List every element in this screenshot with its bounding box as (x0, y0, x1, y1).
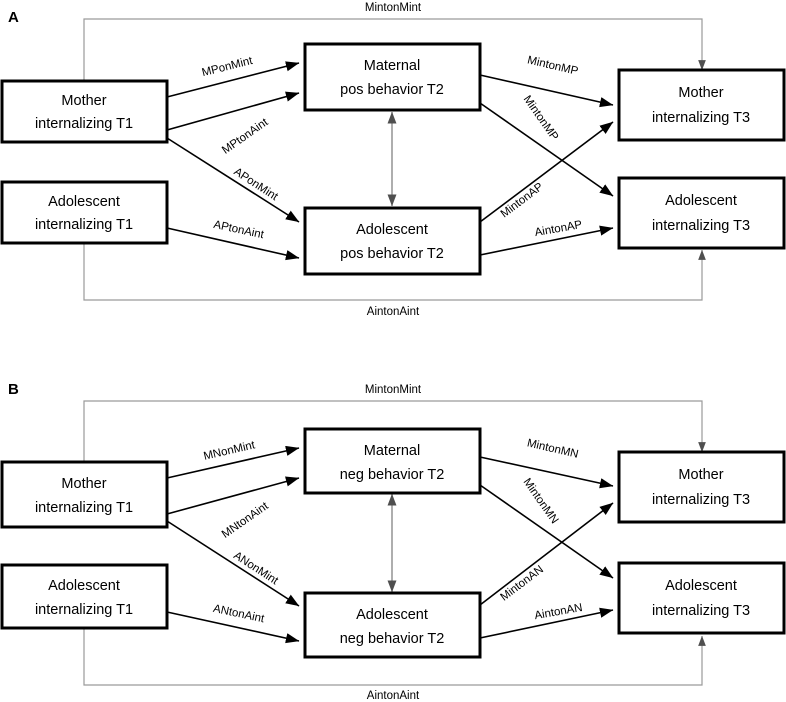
panel-a-node-mother_t1-line2: internalizing T1 (35, 116, 133, 132)
panel-a-label-adolescent_t1-to-maternal_t2: MPtonAint (220, 116, 271, 157)
panel-a-loop-mother-label: MintonMint (365, 2, 422, 14)
panel-a-node-mother_t3: Mother internalizing T3 (617, 68, 786, 142)
panel-b-edge-adolescent_t1-to-maternal_t2 (166, 476, 300, 515)
panel-b-label-maternal_t2-to-adolescent_t3: MintonMN (521, 476, 561, 526)
panel-a-node-mother_t1-line1: Mother (61, 93, 106, 109)
panel-b-node-adolescent_t1: Adolescent internalizing T1 (0, 563, 169, 630)
panel-b-edge-mother_t1-to-adolescent_t2 (166, 520, 300, 607)
panel-a-edge-mother_t1-to-adolescent_t2 (166, 137, 300, 223)
panel-b-label-adolescent_t1-to-adolescent_t2: ANtonAint (212, 603, 266, 626)
panel-a-node-mother_t1: Mother internalizing T1 (0, 79, 169, 144)
panel-b-node-mother_t3-line1: Mother (678, 467, 723, 483)
panel-a-node-maternal_t2-line2: pos behavior T2 (340, 82, 444, 98)
panel-b-node-mother_t3: Mother internalizing T3 (617, 450, 786, 524)
panel-b-label-maternal_t2-to-mother_t3: MintonMN (526, 437, 580, 460)
panel-a-node-adolescent_t1-line2: internalizing T1 (35, 217, 133, 233)
panel-b-edge-maternal_t2-to-mother_t3 (479, 456, 614, 489)
panel-b-label-adolescent_t2-to-adolescent_t3: AintonAN (534, 602, 584, 622)
panel-b-node-maternal_t2-line1: Maternal (364, 443, 420, 459)
panel-b-node-adolescent_t1-line1: Adolescent (48, 578, 120, 594)
panel-a-edge-adolescent_t1-to-adolescent_t2 (166, 227, 300, 261)
panel-b-node-adolescent_t2-line1: Adolescent (356, 607, 428, 623)
panel-a-node-adolescent_t3: Adolescent internalizing T3 (617, 176, 786, 250)
panel-b-loop-adolescent-label: AintonAint (367, 690, 420, 702)
panel-b-label-adolescent_t2-to-mother_t3: MintonAN (498, 564, 546, 604)
panel-a-edge-adolescent_t2-to-mother_t3 (479, 121, 614, 223)
panel-b-node-adolescent_t3: Adolescent internalizing T3 (617, 561, 786, 635)
panel-a-node-adolescent_t3-line2: internalizing T3 (652, 218, 750, 234)
panel-a-node-adolescent_t2-line1: Adolescent (356, 222, 428, 238)
panel-b-label-mother_t1-to-adolescent_t2: ANonMint (231, 550, 281, 588)
panel-a-label-adolescent_t1-to-adolescent_t2: APtonAint (212, 219, 265, 242)
panel-a-letter: A (8, 9, 19, 26)
panel-b-node-adolescent_t1-line2: internalizing T1 (35, 602, 133, 618)
panel-b-loop-adolescent (83, 628, 706, 686)
panel-b-loop-mother-label: MintonMint (365, 384, 422, 396)
panel-a-label-mother_t1-to-maternal_t2: MPonMint (201, 55, 255, 79)
panel-a-edge-maternal_t2-to-mother_t3 (479, 74, 614, 108)
panel-a-label-maternal_t2-to-mother_t3: MintonMP (526, 54, 579, 77)
panel-b-node-mother_t3-line2: internalizing T3 (652, 492, 750, 508)
panel-a-edge-maternal_t2-to-adolescent_t3 (479, 102, 614, 197)
panel-a-node-maternal_t2: Maternal pos behavior T2 (303, 42, 482, 112)
panel-b-edge-mother_t1-to-maternal_t2 (166, 445, 300, 479)
panel-b-node-maternal_t2: Maternal neg behavior T2 (303, 427, 482, 495)
panel-a-node-adolescent_t1-line1: Adolescent (48, 194, 120, 210)
panel-b-edge-adolescent_t2-to-adolescent_t3 (479, 607, 614, 639)
panel-a-node-maternal_t2-line1: Maternal (364, 58, 420, 74)
panel-a-loop-adolescent (83, 243, 706, 301)
panel-a-edge-adolescent_t2-to-adolescent_t3 (479, 225, 614, 256)
panel-b-node-maternal_t2-line2: neg behavior T2 (340, 467, 445, 483)
panel-b-node-mother_t1-line2: internalizing T1 (35, 500, 133, 516)
panel-b-node-adolescent_t2-line2: neg behavior T2 (340, 631, 445, 647)
panel-a-edge-mother_t1-to-maternal_t2 (166, 61, 300, 98)
panel-a-node-adolescent_t3-line1: Adolescent (665, 193, 737, 209)
panel-b-node-adolescent_t2: Adolescent neg behavior T2 (303, 591, 482, 659)
panel-b-edge-adolescent_t2-to-mother_t3 (479, 502, 614, 606)
panel-a-node-mother_t3-line2: internalizing T3 (652, 110, 750, 126)
panel-a-node-adolescent_t2-line2: pos behavior T2 (340, 246, 444, 262)
panel-b-edge-adolescent_t1-to-adolescent_t2 (166, 611, 300, 644)
panel-a-label-mother_t1-to-adolescent_t2: APonMint (231, 166, 280, 204)
panel-a-node-mother_t3-line1: Mother (678, 85, 723, 101)
panel-a-edge-adolescent_t1-to-maternal_t2 (166, 91, 300, 131)
panel-a-loop-adolescent-label: AintonAint (367, 306, 420, 318)
panel-a: A MintonMint AintonAint Mother internali… (0, 2, 786, 318)
panel-a-node-adolescent_t1: Adolescent internalizing T1 (0, 180, 169, 245)
panel-a-label-adolescent_t2-to-mother_t3: MintonAP (499, 181, 546, 221)
panel-b-label-adolescent_t1-to-maternal_t2: MNtonAint (220, 500, 272, 541)
panel-b-edge-maternal_t2-to-adolescent_t3 (479, 484, 614, 579)
panel-b: B MintonMint AintonAint Mother internali… (0, 381, 786, 702)
panel-a-node-adolescent_t2: Adolescent pos behavior T2 (303, 206, 482, 276)
panel-b-node-mother_t1: Mother internalizing T1 (0, 460, 169, 529)
panel-b-node-adolescent_t3-line2: internalizing T3 (652, 603, 750, 619)
panel-b-node-mother_t1-line1: Mother (61, 476, 106, 492)
panel-b-node-adolescent_t3-line1: Adolescent (665, 578, 737, 594)
panel-b-letter: B (8, 381, 19, 398)
